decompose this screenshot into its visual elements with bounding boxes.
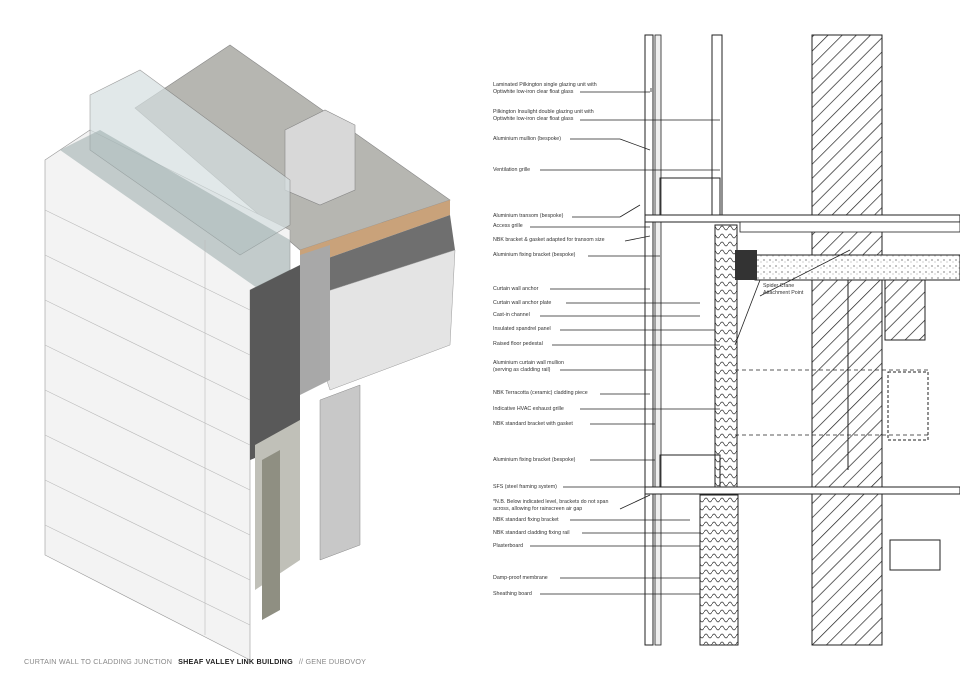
author: // GENE DUBOVOY: [298, 657, 367, 666]
isometric-view: [44, 44, 456, 661]
label-curtain-wall-mullion: Aluminium curtain wall mullion(serving a…: [493, 360, 564, 374]
label-access-grille: Access grille: [493, 223, 523, 229]
label-fixing-bracket-2: Aluminium fixing bracket (bespoke): [493, 457, 576, 463]
label-line: Aluminium curtain wall mullion: [493, 360, 564, 366]
label-anchor-plate: Curtain wall anchor plate: [493, 300, 552, 306]
spider-crane-annotation: Spider Crane Attachment Point: [763, 283, 804, 296]
label-spandrel-panel: Insulated spandrel panel: [493, 326, 551, 332]
label-mullion: Aluminium mullion (bespoke): [493, 136, 562, 142]
label-curtain-wall-anchor: Curtain wall anchor: [493, 286, 539, 292]
label-line: Optiwhite low-iron clear float glass: [493, 116, 574, 122]
label-damp-proof-membrane: Damp-proof membrane: [493, 575, 548, 581]
label-line: (serving as cladding rail): [493, 367, 551, 373]
label-raised-floor-pedestal: Raised floor pedestal: [493, 341, 543, 347]
label-hvac-grille: Indicative HVAC exhaust grille: [493, 406, 564, 412]
label-cast-in-channel: Cast-in channel: [493, 312, 530, 318]
label-nb-note: *N.B. Below indicated level, brackets do…: [493, 499, 608, 513]
label-double-glazing: Pilkington Insulight double glazing unit…: [493, 109, 594, 123]
label-standard-fixing-bracket: NBK standard fixing bracket: [493, 517, 559, 523]
label-nbk-bracket-gasket: NBK bracket & gasket adapted for transom…: [493, 237, 605, 243]
label-line: Optiwhite low-iron clear float glass: [493, 89, 574, 95]
label-sheathing-board: Sheathing board: [493, 591, 532, 597]
label-standard-bracket-gasket: NBK standard bracket with gasket: [493, 421, 573, 427]
label-transom: Aluminium transom (bespoke): [493, 213, 564, 219]
label-cladding-fixing-rail: NBK standard cladding fixing rail: [493, 530, 570, 536]
footer-title: CURTAIN WALL TO CLADDING JUNCTION SHEAF V…: [24, 657, 366, 666]
label-fixing-bracket: Aluminium fixing bracket (bespoke): [493, 252, 576, 258]
label-laminated-glazing: Laminated Pilkington single glazing unit…: [493, 82, 597, 96]
label-plasterboard: Plasterboard: [493, 543, 524, 549]
label-line: *N.B. Below indicated level, brackets do…: [493, 499, 609, 505]
label-ventilation-grille: Ventilation grille: [493, 167, 531, 173]
project-name: SHEAF VALLEY LINK BUILDING: [178, 657, 293, 666]
label-line: across, allowing for rainscreen air gap: [493, 506, 583, 512]
drawing-subtitle: CURTAIN WALL TO CLADDING JUNCTION: [24, 657, 173, 666]
label-line: Laminated Pilkington single glazing unit…: [493, 82, 597, 88]
label-terracotta: NBK Terracotta (ceramic) cladding piece: [493, 390, 588, 396]
label-line: Pilkington Insulight double glazing unit…: [493, 109, 594, 115]
section-view: [530, 34, 960, 646]
label-sfs: SFS (steel framing system): [493, 484, 557, 490]
